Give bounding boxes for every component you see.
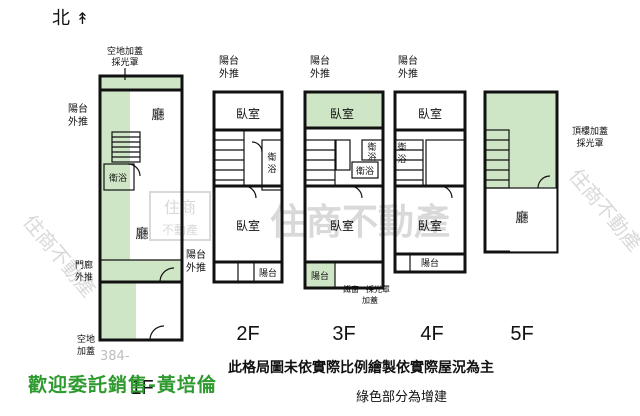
3f-iron-label-3: 加蓋 — [362, 295, 378, 305]
1f-balcony-label-2: 外推 — [68, 115, 88, 128]
3f-balcony-label-2: 外推 — [310, 67, 330, 80]
3f-outline — [303, 90, 385, 290]
4f-balcony-label-1: 陽台 — [398, 54, 418, 67]
2f-bath-label-2: 浴 — [267, 164, 276, 175]
1f-porch-label-2: 外推 — [75, 271, 93, 283]
3f-iron-label-1: 鐵窗 — [343, 284, 359, 294]
floor-2f: 陽台 外推 臥室 衛 浴 臥室 陽台 2F — [212, 54, 284, 345]
1f-skylight-label-1: 空地加蓋 — [107, 45, 143, 57]
1f-side-balcony-label-1: 陽台 — [186, 248, 206, 261]
3f-balcony-extension — [305, 92, 383, 128]
3f-stairs-landing — [335, 139, 351, 171]
3f-bedroom-label-front: 臥室 — [330, 106, 354, 121]
north-arrow: 北 ↟ — [52, 4, 89, 30]
1f-balcony-extension — [100, 90, 130, 260]
3f-rear-balcony-label: 陽台 — [311, 270, 329, 282]
3f-stairs — [304, 139, 336, 187]
watermark-text: 住商不動產 — [270, 202, 450, 243]
1f-stairs — [111, 131, 141, 163]
1f-outline — [98, 74, 184, 342]
1f-hall-label: 廳 — [135, 226, 148, 242]
3f-bath2-label: 衛浴 — [356, 165, 374, 177]
2f-stairs — [213, 129, 245, 187]
3f-bath1-label-1: 衛 — [367, 141, 376, 153]
2f-balcony-room-label: 陽台 — [259, 267, 277, 279]
watermark-seal-left: 住商不動產 — [18, 210, 101, 302]
watermark-box — [149, 191, 211, 241]
1f-porch-extension — [100, 260, 182, 282]
1f-yard-extension — [100, 282, 136, 340]
floor-3f: 陽台 外推 臥室 衛 浴 衛浴 臥室 陽台 鐵窗 採光罩 加蓋 3F — [303, 54, 390, 345]
5f-stairs — [484, 129, 510, 189]
1f-skylight-label-2: 採光罩 — [111, 56, 138, 68]
1f-side-balcony-label-2: 外推 — [186, 261, 206, 274]
4f-open-area — [425, 139, 466, 187]
green-note-text: 綠色部分為增建 — [356, 390, 448, 405]
north-label: 北 — [52, 8, 70, 29]
1f-door-porch — [159, 267, 175, 283]
1f-partial-number: 384- — [100, 349, 130, 364]
3f-bathroom-1 — [361, 139, 384, 161]
3f-bathroom-2 — [351, 161, 379, 179]
5f-roof-label-2: 採光罩 — [576, 137, 603, 149]
promo-text: 歡迎委託銷售-黃培倫 — [28, 374, 217, 396]
3f-bedroom-label-back: 臥室 — [330, 218, 354, 233]
3f-bath1-label-2: 浴 — [367, 152, 376, 163]
watermark-seal-right: 住商不動產 — [564, 164, 640, 256]
1f-skylight-area — [100, 76, 182, 90]
2f-bathroom — [261, 139, 283, 191]
1f-bathroom — [103, 163, 135, 191]
1f-yard-label-2: 加蓋 — [77, 345, 95, 357]
floor-5f: 頂樓加蓋 採光罩 廳 5F — [483, 90, 608, 345]
floor-label-4f: 4F — [420, 323, 443, 345]
4f-bath-label-1: 衛 — [397, 141, 406, 153]
4f-bedroom-label-back: 臥室 — [418, 218, 442, 233]
2f-balcony-label-1: 陽台 — [219, 54, 239, 67]
1f-door-front — [149, 325, 165, 341]
2f-bedroom-label-front: 臥室 — [236, 106, 260, 121]
1f-yard-label-1: 空地 — [77, 333, 95, 345]
4f-bath-label-2: 浴 — [397, 154, 406, 165]
disclaimer-text: 此格局圖未依實際比例繪製依實際屋況為主 — [228, 360, 494, 376]
2f-balcony-label-2: 外推 — [219, 67, 239, 80]
4f-balcony-label-2: 外推 — [398, 67, 418, 80]
1f-hall-label-top: 廳 — [151, 107, 164, 123]
4f-bedroom-label-front: 臥室 — [418, 106, 442, 121]
1f-porch-label-1: 門廊 — [75, 259, 93, 271]
north-arrow-icon: ↟ — [75, 9, 90, 28]
5f-hall-label: 廳 — [515, 210, 528, 226]
5f-roof-label-1: 頂樓加蓋 — [572, 125, 608, 137]
watermark-box-top: 住商 — [164, 198, 196, 217]
2f-balcony — [253, 261, 283, 283]
3f-rear-balcony-extension — [305, 262, 335, 288]
floor-4f: 陽台 外推 臥室 衛 浴 臥室 陽台 4F — [393, 54, 467, 345]
floor-label-5f: 5F — [510, 323, 533, 345]
floor-1f: 空地加蓋 採光罩 陽台 外推 廳 衛浴 廳 門廊 外推 空地 加蓋 陽台 外推 … — [68, 45, 206, 399]
watermark-box-bottom: 不動產 — [162, 222, 198, 237]
4f-rear-balcony-label: 陽台 — [421, 257, 439, 269]
1f-balcony-label-1: 陽台 — [68, 102, 88, 115]
2f-bedroom-label-back: 臥室 — [236, 218, 260, 233]
2f-bath-label-1: 衛 — [267, 151, 276, 163]
1f-bath-label: 衛浴 — [109, 172, 127, 184]
floor-label-1f: 1F — [130, 377, 153, 399]
floor-label-2f: 2F — [236, 323, 259, 345]
1f-door-bath — [127, 163, 141, 177]
3f-iron-label-2: 採光罩 — [366, 284, 390, 294]
floor-label-3f: 3F — [332, 323, 355, 345]
3f-balcony-label-1: 陽台 — [310, 54, 330, 67]
